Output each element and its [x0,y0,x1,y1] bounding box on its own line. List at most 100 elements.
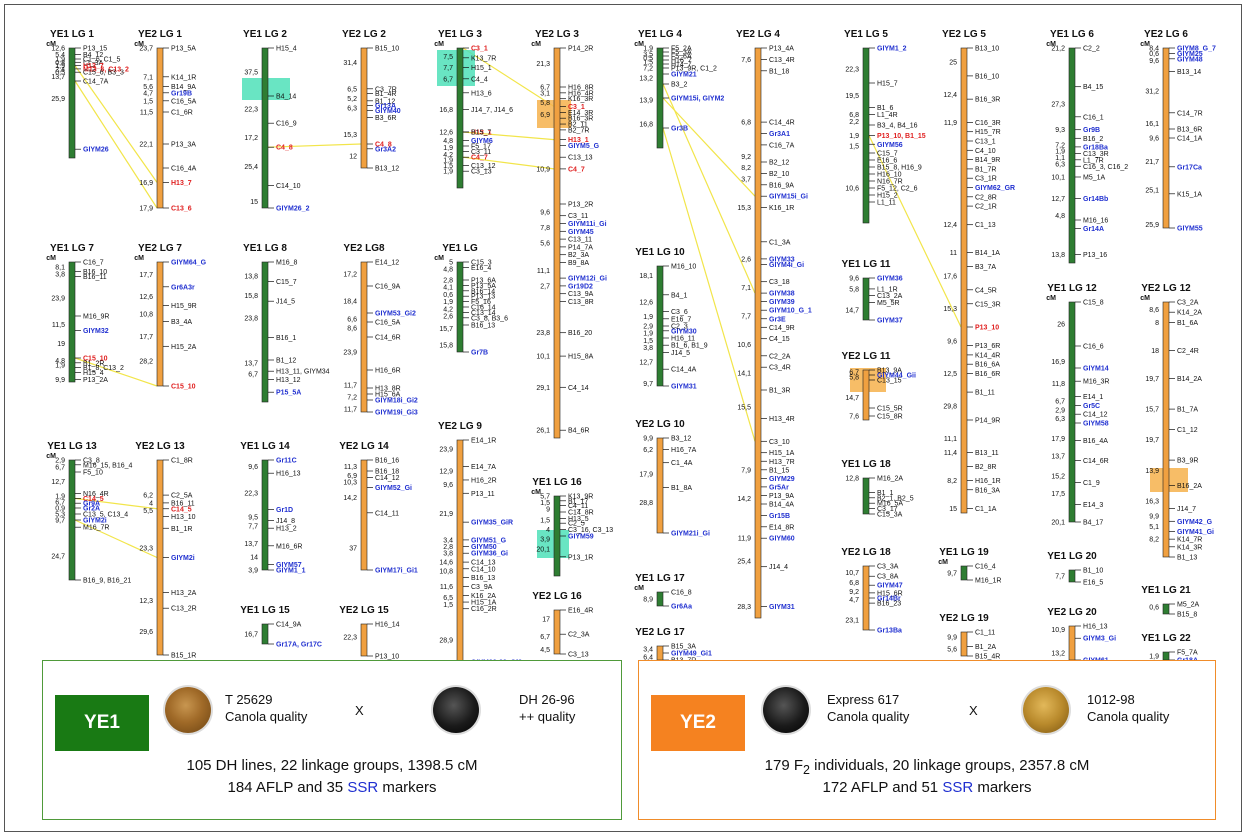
linkage-group-title: YE1 LG 14 [240,441,290,452]
distance-label: 9,5 [248,515,258,522]
distance-label: 14,2 [737,496,751,503]
linkage-group-title: YE1 LG 13 [47,441,97,452]
marker-label: GIYM37 [877,318,903,325]
ye1-parent2-quality: ++ quality [519,708,575,725]
marker-label: C13_1 [975,139,996,146]
linkage-group-title: YE2 LG 18 [841,547,891,558]
linkage-group: YE1 LG 1516,7C14_9AGr17A, Gr17C [240,605,322,649]
marker-label: H16_14 [375,622,400,629]
linkage-group: YE1 LG 7cM8,13,823,911,5194,81,99,9C16_7… [46,243,124,384]
distance-label: 3,9 [248,568,258,575]
marker-label: P13_2A [83,377,108,384]
marker-label: GIYM53_Gi2 [375,311,416,318]
marker-label: C16_3R [975,120,1001,127]
marker-label: P13_3A [171,142,196,149]
marker-label: GIYM58 [1083,421,1109,428]
marker-label: B2_12 [769,160,789,167]
distance-label: 6,3 [347,106,357,113]
marker-label: C16_8 [671,590,692,597]
marker-label: E16_4 [471,265,491,272]
marker-label: GIYM29 [769,476,795,483]
distance-label: 27,3 [1051,101,1065,108]
distance-label: 10,6 [737,342,751,349]
marker-label: GIYM39 [769,299,795,306]
distance-label: 9,6 [540,209,550,216]
chromosome-bar [863,370,869,420]
marker-label: H16_13 [1083,624,1108,631]
distance-label: 2,7 [540,283,550,290]
chromosome-bar [69,48,75,158]
distance-label: 10,8 [139,312,153,319]
marker-label: C4_5R [975,287,997,294]
distance-label: 28,9 [439,637,453,644]
distance-label: 17,6 [943,273,957,280]
marker-label: C16_5A [171,98,197,105]
distance-label: 5,1 [1149,524,1159,531]
distance-label: 16,7 [244,632,258,639]
linkage-group-title: YE1 LG 1 [50,29,94,40]
marker-label: J14_5 [276,299,295,306]
distance-label: 14,7 [845,395,859,402]
marker-label: M16_15, B16_4 [83,462,133,469]
cm-unit-label: cM [134,255,144,262]
distance-label: 7,7 [1055,574,1065,581]
marker-label: P13_5A [171,46,196,53]
seed-image-t25629 [165,687,211,733]
marker-label: B3_7A [975,264,996,271]
distance-label: 3,4 [643,646,653,653]
marker-label: C14_7A [83,79,109,86]
marker-label: C15_7 [276,279,297,286]
distance-label: 13,2 [1051,651,1065,658]
distance-label: 3,7 [741,177,751,184]
marker-label: B3_4, B4_16 [877,123,918,130]
marker-label: H16_10 [877,172,902,179]
linkage-group: YE1 LG 17cM8,9C16_8Gr6Aa [634,573,692,611]
marker-label: B3_6R [375,115,396,122]
distance-label: 15,8 [244,293,258,300]
chromosome-bar [863,478,869,514]
distance-label: 13,7 [1051,454,1065,461]
linkage-group-title: YE2 LG 16 [532,591,582,602]
ye2-legend-box: YE2 Express 617 Canola quality X 1012-98… [638,660,1216,820]
distance-label: 12,8 [845,476,859,483]
marker-label: B13_14 [1177,69,1201,76]
marker-label: C3_2A [1177,300,1199,307]
marker-label: H15_4 [83,370,104,377]
cm-unit-label: cM [1140,295,1150,302]
marker-label: C2_2A [769,353,791,360]
cm-unit-label: cM [46,255,56,262]
distance-label: 16,3 [1145,498,1159,505]
marker-label: GIYM40 [375,108,401,115]
marker-label: Gr5Ar [769,484,789,491]
marker-label: H15_7R [975,129,1001,136]
ye1-ssr-text: SSR [347,779,378,796]
distance-label: 12,3 [139,598,153,605]
distance-label: 37,5 [244,70,258,77]
distance-label: 6,2 [143,493,153,500]
marker-label: GIYM1_1 [276,568,306,575]
marker-label: E16_5 [1083,580,1103,587]
marker-label: C1_1A [975,506,997,513]
chromosome-bar [262,48,268,208]
chromosome-bar [657,438,663,533]
distance-label: 13,7 [51,74,65,81]
distance-label: 9,9 [1149,514,1159,521]
marker-label: GIYM2i [83,518,107,525]
linkage-group: YE2 LG 1810,76,89,24,723,1C3_3AC3_8AGIYM… [841,547,903,635]
marker-label: B2_3A [568,252,589,259]
marker-label: C1_11 [975,630,995,637]
marker-label: H15_1 [471,65,492,72]
marker-label: J14_4 [769,564,788,571]
chromosome-bar [1069,626,1075,660]
linkage-group-title: YE2 LG 9 [438,421,482,432]
marker-label: P13_10, B1_15 [877,133,926,140]
marker-label: B16_10 [975,73,999,80]
marker-label: B14_4A [769,502,794,509]
distance-label: 1,9 [643,314,653,321]
marker-label: GIYM60 [769,536,795,543]
linkage-group-title: YE1 LG 7 [50,243,94,254]
distance-label: 7,9 [741,467,751,474]
marker-label: C3_13 [471,169,492,176]
distance-label: 14,6 [439,560,453,567]
